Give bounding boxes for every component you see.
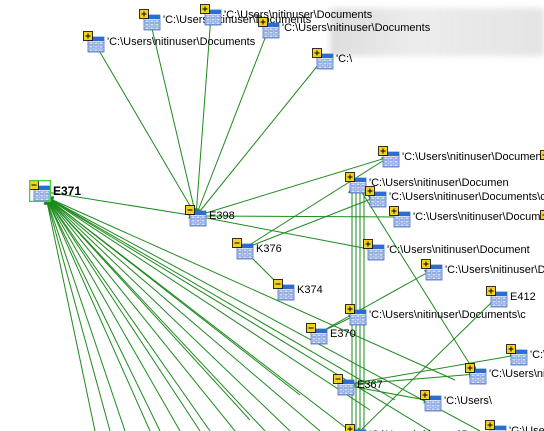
node-label: 'C:\Users\nitinuser\Document bbox=[402, 151, 544, 163]
edge-fan-12 bbox=[45, 196, 396, 401]
expand-table-icon[interactable] bbox=[312, 48, 334, 70]
edge-fan-17 bbox=[45, 196, 251, 421]
edge-fan-13 bbox=[45, 196, 431, 431]
collapse-table-icon[interactable] bbox=[232, 238, 254, 260]
edge-D8-E398 bbox=[195, 156, 390, 218]
edge-fan-0 bbox=[43, 196, 96, 431]
edge-D9-E398 bbox=[195, 212, 401, 221]
expand-table-icon[interactable] bbox=[486, 286, 508, 308]
node-label: E367 bbox=[357, 379, 383, 391]
expand-table-icon[interactable] bbox=[465, 363, 487, 385]
edge-fan-3 bbox=[45, 196, 151, 431]
expand-table-icon[interactable] bbox=[258, 17, 280, 39]
node-label: 'C:\Users\nitinuser\Document bbox=[413, 211, 544, 223]
expand-table-icon[interactable] bbox=[345, 424, 367, 431]
collapse-table-icon[interactable] bbox=[333, 374, 355, 396]
expand-table-icon[interactable] bbox=[365, 186, 387, 208]
node-label: 'C:\Users\nitinuser\Documen bbox=[369, 177, 509, 189]
node-label: 'C:\Users\ bbox=[444, 395, 492, 407]
expand-table-icon[interactable] bbox=[345, 172, 367, 194]
edge-fan-5 bbox=[45, 196, 211, 431]
edge-D4-E398 bbox=[194, 27, 270, 217]
node-label: 'C:\Users\ bbox=[509, 425, 544, 431]
node-label: E370 bbox=[330, 328, 356, 340]
expand-table-icon[interactable] bbox=[540, 210, 544, 232]
edge-fan-18 bbox=[45, 196, 201, 431]
expand-table-icon[interactable] bbox=[83, 31, 105, 53]
node-label: E371 bbox=[53, 184, 82, 198]
edge-D1-E398 bbox=[93, 41, 197, 217]
expand-table-icon[interactable] bbox=[389, 206, 411, 228]
edge-E371-E398 bbox=[39, 190, 197, 219]
edge-D5-E398 bbox=[195, 58, 324, 217]
collapse-table-icon[interactable] bbox=[273, 279, 295, 301]
node-label: 'C:\Users\ bbox=[530, 349, 544, 361]
collapse-table-icon[interactable] bbox=[185, 205, 207, 227]
edge-fan-16 bbox=[45, 196, 301, 396]
node-label: 'C:\Users\nitinuser\Document bbox=[387, 244, 530, 256]
edge-E412-D17 bbox=[355, 296, 498, 431]
edge-E370-D11 bbox=[316, 269, 433, 335]
edge-fan-8 bbox=[45, 196, 291, 431]
edge-fan-15 bbox=[45, 196, 481, 431]
edge-D6-D14 bbox=[355, 182, 477, 375]
node-label: 'C:\Users\nitinuser\Document bbox=[445, 264, 544, 276]
node-label: E412 bbox=[510, 291, 536, 303]
edge-fan-11 bbox=[45, 196, 371, 411]
node-label: 'C:\ bbox=[336, 53, 353, 65]
edge-fan-9 bbox=[45, 196, 321, 431]
edge-K376-D8 bbox=[242, 156, 390, 250]
edge-fan-1 bbox=[43, 196, 111, 431]
edge-D3-E398 bbox=[192, 14, 212, 217]
expand-table-icon[interactable] bbox=[139, 9, 161, 31]
edge-E367-D13 bbox=[343, 352, 518, 386]
edge-K376-D7 bbox=[242, 195, 377, 250]
node-label: 'C:\Users\nitinuser\ bbox=[489, 368, 544, 380]
node-label: K374 bbox=[297, 284, 323, 296]
node-label: 'C:\Users\nitinuser\Documents\c bbox=[369, 309, 526, 321]
edge-fan-6 bbox=[45, 196, 236, 431]
node-label: 'C:\Users\nitinuser\Documents\c bbox=[369, 429, 526, 431]
expand-table-icon[interactable] bbox=[421, 259, 443, 281]
node-label: 'C:\Users\nitinuser\Documents\c bbox=[389, 191, 544, 203]
edge-fan-14 bbox=[45, 196, 456, 381]
edge-fan-4 bbox=[45, 196, 181, 431]
expand-table-icon[interactable] bbox=[420, 390, 442, 412]
expand-table-icon[interactable] bbox=[345, 304, 367, 326]
edge-fan-7 bbox=[45, 196, 266, 431]
collapse-table-icon[interactable] bbox=[306, 323, 328, 345]
edge-fan-19 bbox=[45, 196, 161, 431]
node-label: 'C:\Users\nitinuser\Documents bbox=[224, 9, 373, 21]
expand-table-icon[interactable] bbox=[200, 4, 222, 26]
redacted-region bbox=[330, 8, 544, 56]
node-label: E398 bbox=[209, 210, 235, 222]
expand-table-icon[interactable] bbox=[540, 150, 544, 172]
expand-table-icon[interactable] bbox=[485, 420, 507, 431]
expand-table-icon[interactable] bbox=[363, 239, 385, 261]
expand-table-icon[interactable] bbox=[378, 146, 400, 168]
expand-table-icon[interactable] bbox=[506, 344, 528, 366]
collapse-table-icon[interactable] bbox=[28, 179, 52, 203]
edge-fan-2 bbox=[44, 196, 126, 431]
node-label: 'C:\Users\nitinuser\Documents bbox=[282, 22, 431, 34]
edge-D2-E398 bbox=[149, 19, 199, 217]
node-label: 'C:\Users\nitinuser\Documents bbox=[107, 36, 256, 48]
node-label: K376 bbox=[256, 243, 282, 255]
